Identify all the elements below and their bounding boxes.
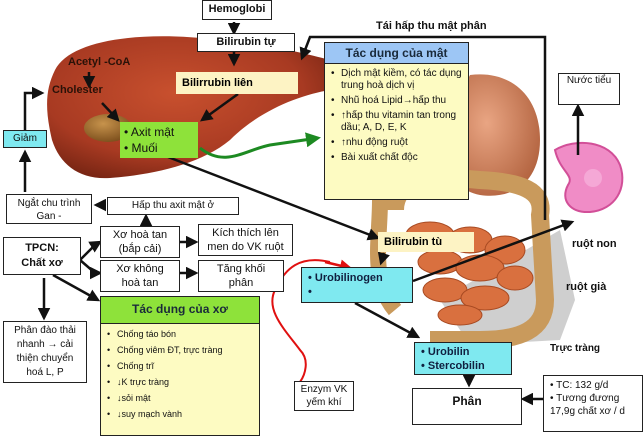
bilirubin-intestine-box: Bilirubin tù <box>378 232 474 252</box>
reabsorption-label: Tái hấp thu mật phân <box>376 20 487 32</box>
urobilinogen-item-empty: • <box>308 286 312 298</box>
fermentation-label: Kích thích lên men do VK ruột <box>207 227 284 253</box>
bilirubin-conjugated-box: Bilirrubin liên <box>176 72 298 94</box>
stomach <box>451 74 540 196</box>
bile-effects-title: Tác dụng của mật <box>325 43 468 64</box>
fiber-effect-item: ↓sỏi mật <box>107 393 253 404</box>
kidney <box>553 141 624 214</box>
fermentation-box: Kích thích lên men do VK ruột <box>198 224 293 256</box>
bile-effect-item: ↑hấp thu vitamin tan trong dầu; A, D, E,… <box>331 110 462 134</box>
bilirubin-conjugated-label: Bilirrubin liên <box>182 77 253 89</box>
rectum-label: Trực tràng <box>550 343 601 354</box>
fiber-effects-panel: Tác dụng của xơ Chống táo bón Chống viêm… <box>100 296 260 436</box>
fiber-effect-item: Chống viêm ĐT, trực tràng <box>107 345 253 356</box>
small-intestine-label: ruột non <box>572 238 617 250</box>
stool-mass-box: Tăng khối phân <box>198 260 284 292</box>
bilirubin-free-label: Bilirubin tự <box>216 36 276 48</box>
urobilinogen-box: • Urobilinogen • <box>301 267 413 303</box>
bile-salt-item: • Muối <box>124 141 158 155</box>
urobilin-box: • Urobilin • Stercobilin <box>414 342 512 375</box>
cholesterol-label: Cholester <box>52 84 103 96</box>
urobilin-item: • Urobilin <box>421 346 470 358</box>
fast-excretion-box: Phân đào thải nhanh → cải thiện chuyển h… <box>3 321 87 383</box>
bile-absorption-box: Hấp thu axit mật ở <box>107 197 239 215</box>
decrease-box: Giảm <box>3 130 47 148</box>
cycle-break-box: Ngắt chu trình Gan - <box>6 194 92 224</box>
fiber-effect-item: Chống táo bón <box>107 329 253 340</box>
bile-effect-item: Bài xuất chất độc <box>331 152 462 164</box>
stats-item: • Tương đương 17,9g chất xơ / d <box>550 393 625 417</box>
large-intestine-label: ruột già <box>566 281 607 293</box>
cycle-break-label: Ngắt chu trình Gan - <box>17 198 81 222</box>
liver <box>47 36 331 179</box>
decrease-label: Giảm <box>13 133 37 144</box>
insoluble-fiber-label: Xơ không hoà tan <box>116 263 164 289</box>
stats-box: • TC: 132 g/d • Tương đương 17,9g chất x… <box>543 375 643 432</box>
feces-label: Phân <box>452 394 482 408</box>
stercobilin-item: • Stercobilin <box>421 360 485 372</box>
acetyl-coa-label: Acetyl -CoA <box>68 56 131 68</box>
fiber-effects-title: Tác dụng của xơ <box>101 297 259 324</box>
insoluble-fiber-box: Xơ không hoà tan <box>100 260 180 292</box>
feces-box: Phân <box>412 388 522 425</box>
soluble-fiber-box: Xơ hoà tan (bắp cải) <box>100 226 180 258</box>
bilirubin-free-box: Bilirubin tự <box>197 33 295 52</box>
fiber-source-box: TPCN: Chất xơ <box>3 237 81 275</box>
bile-acid-box: • Axit mật • Muối <box>120 122 198 158</box>
bile-effect-item: Dịch mật kiềm, có tác dụng trung hoà dịc… <box>331 68 462 92</box>
fiber-effect-item: Chống trĩ <box>107 361 253 372</box>
urine-label: Nước tiểu <box>566 75 612 86</box>
hemoglobin-label: Hemoglobi <box>208 3 266 15</box>
bile-effects-panel: Tác dụng của mật Dịch mật kiềm, có tác d… <box>324 42 469 200</box>
bile-effect-item: Nhũ hoá Lipid→hấp thu <box>331 95 462 107</box>
stats-item: • TC: 132 g/d <box>550 380 609 391</box>
stool-mass-label: Tăng khối phân <box>216 263 266 289</box>
soluble-fiber-label: Xơ hoà tan (bắp cải) <box>112 229 168 255</box>
enzyme-label: Enzym VK yếm khí <box>300 384 348 408</box>
fiber-effect-item: ↓K trực tràng <box>107 377 253 388</box>
hemoglobin-box: Hemoglobi <box>202 0 272 20</box>
bile-effect-item: ↑nhu động ruột <box>331 137 462 149</box>
bile-absorption-label: Hấp thu axit mật ở <box>131 200 215 211</box>
fiber-effect-item: ↓suy mạch vành <box>107 409 253 420</box>
bile-acid-item: • Axit mật <box>124 125 175 139</box>
urine-box: Nước tiểu <box>558 73 620 105</box>
bilirubin-intestine-label: Bilirubin tù <box>384 236 443 248</box>
urobilinogen-item: • Urobilinogen <box>308 272 383 284</box>
enzyme-box: Enzym VK yếm khí <box>294 381 354 411</box>
fiber-source-label: TPCN: Chất xơ <box>21 242 63 269</box>
fast-excretion-label: Phân đào thải nhanh → cải thiện chuyển h… <box>14 325 76 378</box>
